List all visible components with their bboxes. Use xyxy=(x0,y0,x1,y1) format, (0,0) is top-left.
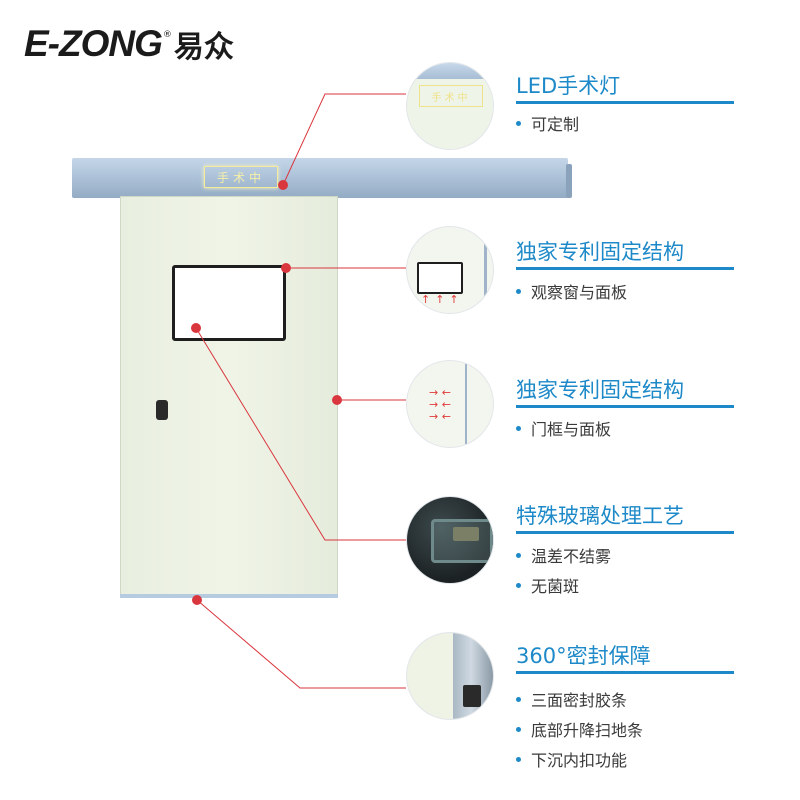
glass-closeup-icon xyxy=(406,496,494,584)
bullet-item: 下沉内扣功能 xyxy=(516,746,643,776)
logo-chinese: 易众 xyxy=(173,30,234,65)
header-end-cap xyxy=(566,164,572,198)
feature-title-led: LED手术灯 xyxy=(516,74,621,98)
title-underline xyxy=(516,405,734,408)
seal-profile-closeup-icon xyxy=(406,632,494,720)
feature-bullets-led: 可定制 xyxy=(516,110,579,140)
sliding-door-panel xyxy=(120,196,338,598)
bullet-item: 观察窗与面板 xyxy=(516,278,627,308)
bullet-item: 门框与面板 xyxy=(516,415,611,445)
led-sign: 手术中 xyxy=(204,166,278,188)
window-panel-closeup-icon: ↑↑↑ xyxy=(406,226,494,314)
observation-window xyxy=(172,265,286,341)
bullet-item: 温差不结雾 xyxy=(516,542,611,572)
feature-title-seal: 360°密封保障 xyxy=(516,644,651,668)
logo-latin: E-ZONG xyxy=(24,23,163,64)
bullet-item: 三面密封胶条 xyxy=(516,686,643,716)
feature-bullets-frame-structure: 门框与面板 xyxy=(516,415,611,445)
door-header-bar: 手术中 xyxy=(72,158,572,198)
frame-panel-closeup-icon: → ←→ ←→ ← xyxy=(406,360,494,448)
feature-title-frame-structure: 独家专利固定结构 xyxy=(516,378,684,402)
title-underline xyxy=(516,671,734,674)
feature-title-window-structure: 独家专利固定结构 xyxy=(516,240,684,264)
feature-bullets-glass: 温差不结雾 无菌斑 xyxy=(516,542,611,602)
arrows-icon: → ←→ ←→ ← xyxy=(429,386,451,423)
feature-bullets-window-structure: 观察窗与面板 xyxy=(516,278,627,308)
bullet-item: 无菌斑 xyxy=(516,572,611,602)
title-underline xyxy=(516,101,734,104)
bullet-item: 底部升降扫地条 xyxy=(516,716,643,746)
bullet-item: 可定制 xyxy=(516,110,579,140)
up-arrows-icon: ↑↑↑ xyxy=(421,293,464,306)
door-bottom-seal xyxy=(120,594,338,598)
brand-logo: E-ZONG ® 易众 xyxy=(24,23,234,65)
feature-title-glass: 特殊玻璃处理工艺 xyxy=(516,504,684,528)
logo-registered-mark: ® xyxy=(162,30,172,40)
title-underline xyxy=(516,531,734,534)
feature-bullets-seal: 三面密封胶条 底部升降扫地条 下沉内扣功能 xyxy=(516,686,643,776)
closeup-led-sign: 手术中 xyxy=(419,85,483,107)
door-handle xyxy=(156,400,168,420)
led-sign-closeup-icon: 手术中 xyxy=(406,62,494,150)
callout-line-seal xyxy=(196,599,406,689)
title-underline xyxy=(516,267,734,270)
